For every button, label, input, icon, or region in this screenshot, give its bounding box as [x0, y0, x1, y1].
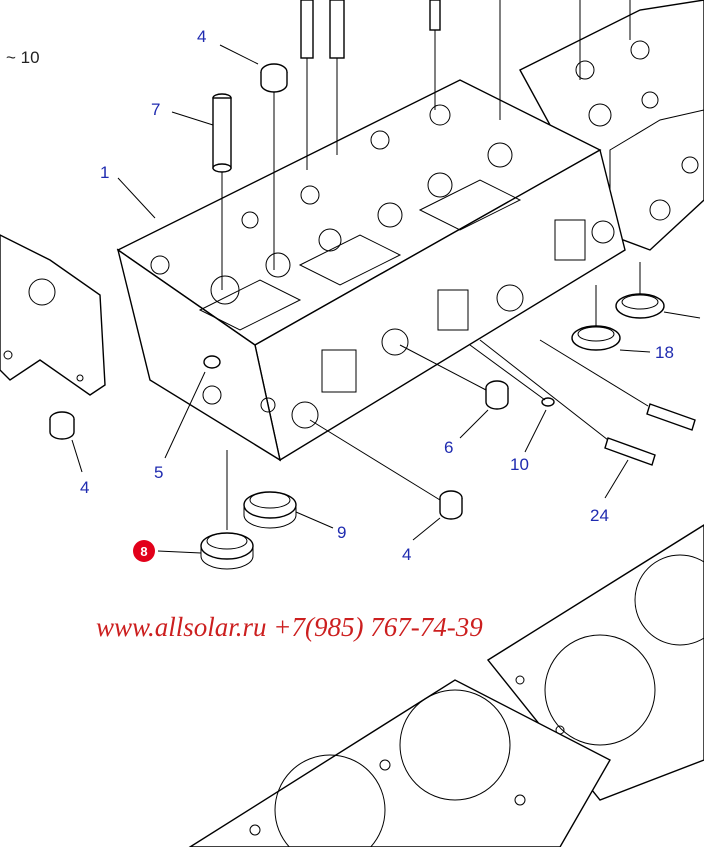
head-gasket-lower	[188, 679, 611, 847]
callout-10: 10	[510, 455, 529, 474]
plug-part-5	[164, 355, 221, 459]
plug-part-6	[399, 344, 509, 439]
sleeve-part-7	[171, 93, 232, 290]
lifting-bracket	[0, 234, 106, 396]
plug-part-4-top	[219, 44, 288, 270]
ring-part-8	[157, 450, 254, 570]
watermark-text: www.allsolar.ru +7(985) 767-74-39	[96, 612, 483, 642]
plug-part-4-left	[49, 411, 83, 473]
studs	[300, 0, 631, 170]
callout-6: 6	[444, 438, 453, 457]
callout-1: 1	[100, 163, 109, 182]
callout-18: 18	[655, 343, 674, 362]
leader-1	[117, 177, 156, 219]
callout-4-top: 4	[197, 27, 206, 46]
callout-ref-10: ~ 10	[6, 48, 40, 67]
rings-part-18	[571, 262, 701, 353]
callout-7: 7	[151, 100, 160, 119]
ring-part-9	[243, 491, 334, 529]
callout-8: 8	[140, 544, 147, 559]
callout-4-left: 4	[80, 478, 89, 497]
cylinder-head	[116, 79, 626, 462]
callout-9: 9	[337, 523, 346, 542]
callout-8-badge[interactable]: 8	[133, 540, 155, 562]
callout-4-bottom: 4	[402, 545, 411, 564]
callout-24: 24	[590, 506, 609, 525]
callout-5: 5	[154, 463, 163, 482]
plug-part-4-bottom	[309, 419, 463, 541]
dowel-part-10	[469, 344, 555, 453]
studs-part-24	[479, 339, 696, 499]
